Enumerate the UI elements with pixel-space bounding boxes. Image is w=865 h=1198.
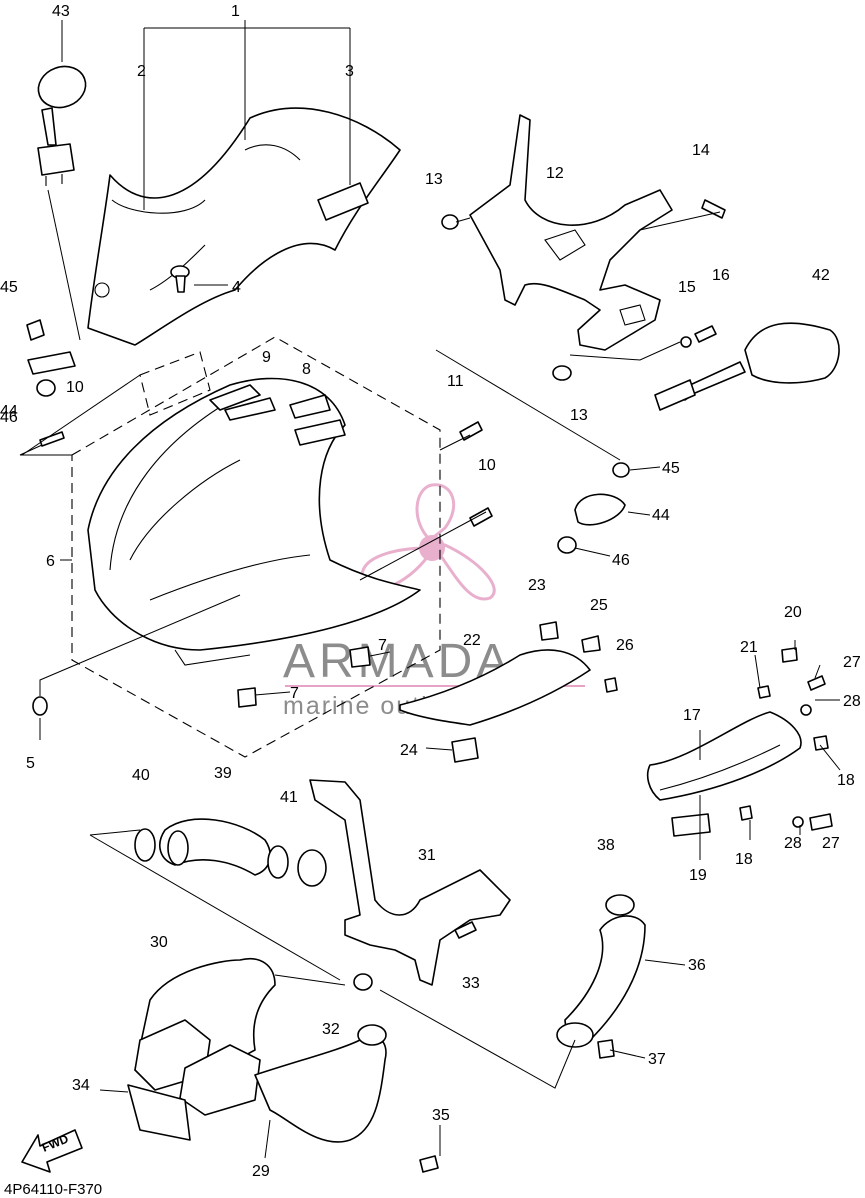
bracket-31	[309, 779, 511, 991]
fwd-arrow-icon: FWD	[21, 1129, 83, 1173]
callout-7-left: 7	[290, 685, 299, 702]
left-mount-parts	[26, 319, 76, 447]
callout-20: 20	[784, 604, 802, 621]
inner-panel-dashed-box	[139, 351, 211, 416]
callout-10-left: 10	[66, 379, 84, 396]
inner-panel-22	[399, 621, 618, 763]
callout-28-top: 28	[843, 693, 861, 710]
callout-44-right: 44	[652, 507, 670, 524]
callout-29: 29	[252, 1163, 270, 1180]
callout-3: 3	[345, 63, 354, 80]
callout-46-right: 46	[612, 552, 630, 569]
callout-6: 6	[46, 553, 55, 570]
right-mirror-42	[654, 322, 840, 411]
callout-17: 17	[683, 707, 701, 724]
callout-26: 26	[616, 637, 634, 654]
clips-7-5	[32, 646, 371, 716]
windscreen-1	[87, 107, 401, 346]
bracket-fasteners	[441, 199, 726, 381]
callout-8: 8	[302, 361, 311, 378]
callout-39: 39	[214, 765, 232, 782]
callout-31: 31	[418, 847, 436, 864]
callout-41: 41	[280, 789, 298, 806]
callout-15: 15	[678, 279, 696, 296]
assembly-boundaries	[71, 336, 441, 758]
callout-13-top: 13	[425, 171, 443, 188]
watermark-brand: ARMADA	[283, 635, 512, 688]
upper-cowling-6	[87, 377, 421, 666]
diagram-code: 4P64110-F370	[4, 1181, 102, 1198]
callout-21: 21	[740, 639, 758, 656]
propeller-logo-icon	[360, 483, 496, 601]
leader-lines	[19, 20, 841, 1159]
callout-10-center: 10	[478, 457, 496, 474]
callout-36: 36	[688, 957, 706, 974]
right-mount-parts	[557, 462, 630, 554]
upper-cowling-dashed-box	[71, 336, 441, 758]
callout-45-left: 45	[0, 279, 18, 296]
callout-27-top: 27	[843, 654, 861, 671]
callout-5: 5	[26, 755, 35, 772]
callout-13-bottom: 13	[570, 407, 588, 424]
callout-30: 30	[150, 934, 168, 951]
callout-12: 12	[546, 165, 564, 182]
propeller-blade-right	[436, 543, 496, 601]
callout-32: 32	[322, 1021, 340, 1038]
callout-19: 19	[689, 867, 707, 884]
parts-artwork: FWD	[21, 65, 840, 1173]
propeller-hub	[419, 535, 445, 561]
callout-7-right: 7	[378, 637, 387, 654]
propeller-blade-top	[415, 483, 456, 543]
callout-labels: 43 1 2 3 4 45 44 10 46 9 8 11 10 6 13 12…	[0, 3, 861, 1180]
side-panel-17	[646, 647, 833, 837]
callout-33: 33	[462, 975, 480, 992]
screws-center	[459, 421, 493, 527]
callout-2: 2	[137, 63, 146, 80]
left-mirror-43	[37, 65, 87, 186]
callout-40: 40	[132, 767, 150, 784]
callout-1: 1	[231, 3, 240, 20]
bracket-stay-12	[469, 114, 673, 351]
callout-22: 22	[463, 632, 481, 649]
right-hose-36	[556, 894, 646, 1059]
intake-duct-39	[134, 818, 327, 887]
callout-28-bottom: 28	[784, 835, 802, 852]
callout-34: 34	[72, 1077, 90, 1094]
screw-4	[170, 265, 190, 293]
callout-4: 4	[232, 279, 241, 296]
callout-11: 11	[447, 373, 464, 390]
callout-16: 16	[712, 267, 730, 284]
callout-18-bottom: 18	[735, 851, 753, 868]
callout-23: 23	[528, 577, 546, 594]
lower-ducts-30-29	[127, 958, 439, 1173]
callout-9: 9	[262, 349, 271, 366]
callout-44-left: 44	[0, 403, 18, 420]
callout-37: 37	[648, 1051, 666, 1068]
callout-25: 25	[590, 597, 608, 614]
callout-46-left: 46	[0, 409, 18, 426]
callout-24: 24	[400, 742, 418, 759]
callout-35: 35	[432, 1107, 450, 1124]
callout-18-right: 18	[837, 772, 855, 789]
callout-27-bottom: 27	[822, 835, 840, 852]
callout-38: 38	[597, 837, 615, 854]
callout-42: 42	[812, 267, 830, 284]
callout-43: 43	[52, 3, 70, 20]
callout-14: 14	[692, 142, 710, 159]
callout-45-right: 45	[662, 460, 680, 477]
